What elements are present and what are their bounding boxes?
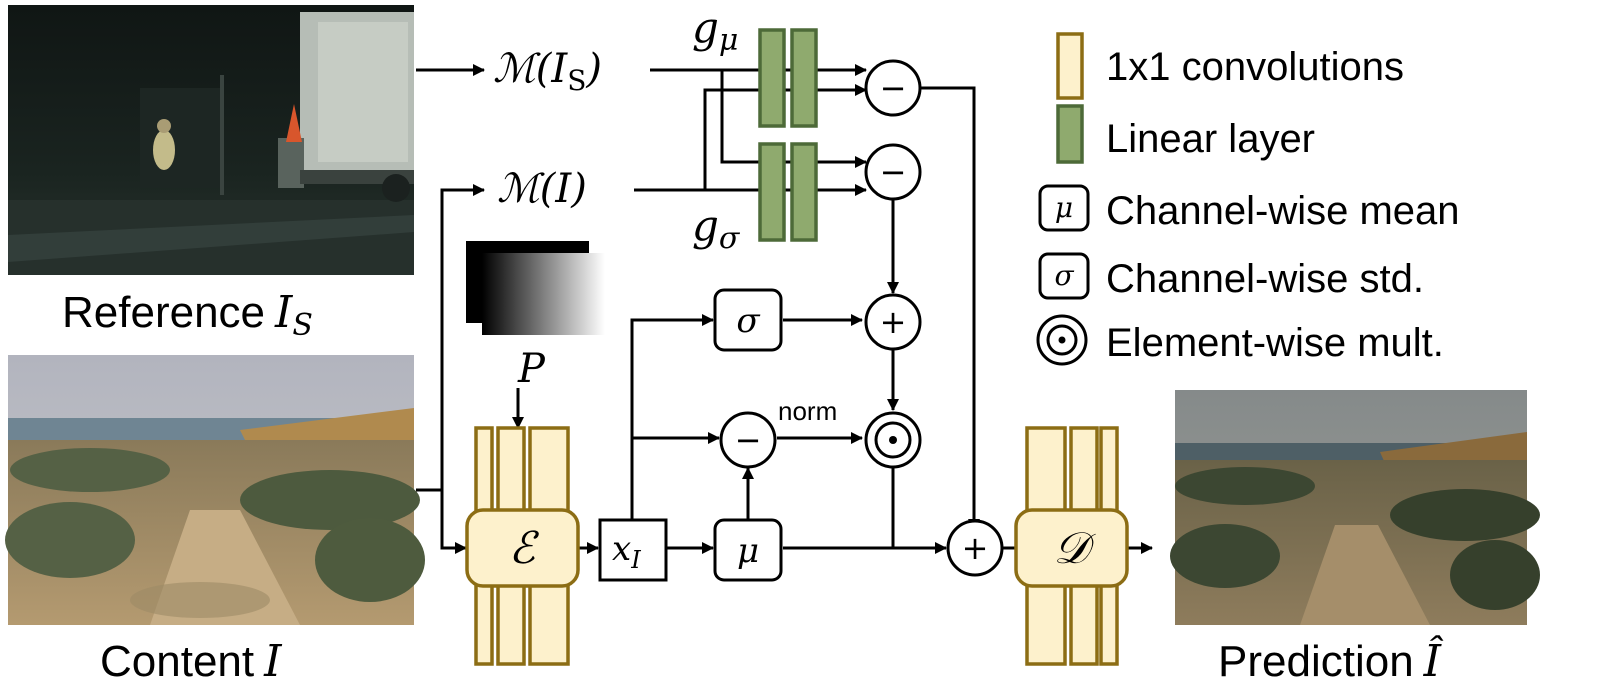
add-node-output: + <box>946 519 1004 577</box>
m-reference-label: ℳ(IS) <box>493 46 602 97</box>
svg-text:−: − <box>880 153 907 191</box>
svg-text:+: + <box>962 529 989 567</box>
legend-conv-swatch <box>1056 32 1084 100</box>
svg-text:σ: σ <box>736 301 760 341</box>
svg-text:+: + <box>880 303 907 341</box>
add-node-std: + <box>864 293 922 351</box>
legend-conv-label: 1x1 convolutions <box>1106 45 1404 89</box>
reference-image <box>8 5 414 275</box>
legend-std-label: Channel-wise std. <box>1106 257 1424 301</box>
m-content-label: ℳ(I) <box>497 166 587 212</box>
encoder-label: ℰ <box>509 523 540 574</box>
prediction-image <box>1170 390 1540 625</box>
legend-std-swatch <box>1038 252 1090 300</box>
subtract-node-std: − <box>864 143 922 201</box>
multiply-node <box>864 411 922 469</box>
g-mu-linear-layers <box>758 28 818 128</box>
svg-text:−: − <box>735 421 762 459</box>
svg-text:−: − <box>880 69 907 107</box>
subtract-node-mean: − <box>864 59 922 117</box>
encoder-block: ℰ <box>465 426 580 666</box>
svg-text:μ: μ <box>737 531 759 571</box>
legend-mult-icon <box>1036 314 1088 366</box>
g-mu-label: gμ <box>692 3 738 58</box>
channel-std-box: σ <box>713 288 783 352</box>
mask-label: P <box>517 346 546 392</box>
legend-mean-swatch <box>1038 184 1090 232</box>
g-sigma-linear-layers <box>758 142 818 242</box>
legend-linear-label: Linear layer <box>1106 117 1315 161</box>
legend-linear-swatch <box>1056 104 1084 164</box>
legend: 1x1 convolutions Linear layer μ Channel-… <box>1036 32 1460 366</box>
svg-text:σ: σ <box>1054 259 1074 292</box>
legend-mult-label: Element-wise mult. <box>1106 321 1444 365</box>
norm-label: norm <box>778 396 837 426</box>
feature-x-box: xI <box>598 518 668 582</box>
mask-gradient-image <box>466 241 605 335</box>
channel-mean-box: μ <box>713 518 783 582</box>
legend-mean-label: Channel-wise mean <box>1106 189 1460 233</box>
g-sigma-label: gσ <box>692 201 741 256</box>
decoder-block: 𝒟 <box>1014 426 1129 666</box>
content-image <box>5 355 425 625</box>
subtract-node-normalize: − <box>719 411 777 469</box>
svg-text:μ: μ <box>1055 191 1073 224</box>
feature-x-label: xI <box>612 529 641 574</box>
